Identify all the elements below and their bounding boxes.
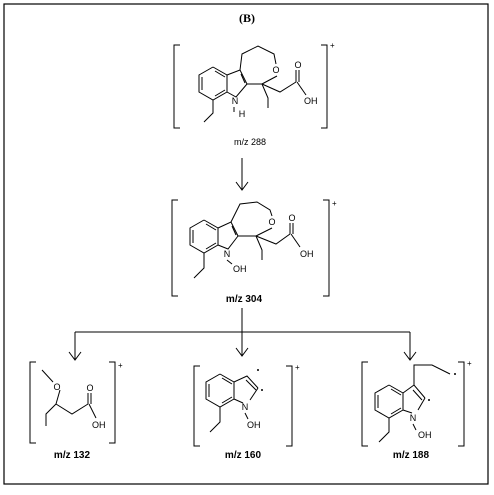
n-oh-bond: [244, 412, 249, 420]
bracket-right: [321, 44, 328, 129]
bracket-left: [29, 361, 36, 444]
radical-dot: [454, 373, 456, 375]
structure-fragment-160: + N OH m/z 160: [193, 363, 300, 461]
atom-n: N: [242, 402, 249, 412]
charge-label: +: [332, 199, 337, 208]
atom-n-oh: OH: [233, 264, 247, 274]
bracket-left: [173, 44, 180, 129]
radical-dot: [428, 399, 430, 401]
skeleton: [41, 369, 97, 426]
atom-o-ether: O: [53, 382, 60, 392]
bracket-right: [286, 365, 293, 447]
structure-parent: + O O OH N H: [173, 41, 335, 147]
bracket-left: [361, 361, 368, 447]
n-oh-bond: [226, 259, 233, 265]
atom-n-oh: OH: [247, 420, 261, 430]
structure-fragment-188: + N OH m/z 188: [361, 359, 472, 461]
radical-dot: [261, 389, 263, 391]
mz-label: m/z 188: [393, 450, 430, 461]
atom-o-ring: O: [268, 217, 275, 227]
charge-label: +: [467, 359, 472, 368]
indole-scaffold: [189, 219, 239, 279]
atom-n: N: [232, 96, 239, 106]
arrow-oxidation: [235, 158, 249, 191]
structure-oxidized: + O O OH N OH m/z 304: [171, 199, 337, 305]
atom-n: N: [410, 413, 417, 423]
atom-oh: OH: [304, 96, 318, 106]
indole-scaffold: [374, 364, 451, 443]
atom-o-ring: O: [272, 65, 279, 75]
mz-label: m/z 288: [234, 137, 266, 147]
charge-label: +: [295, 363, 300, 372]
panel-label: (B): [239, 11, 255, 25]
figure-border: [3, 3, 489, 485]
charge-label: +: [118, 361, 123, 370]
atom-oh: OH: [92, 420, 106, 430]
structure-fragment-132: + O O OH m/z 132: [29, 361, 123, 461]
atom-o-carbonyl: O: [288, 213, 295, 223]
charge-label: +: [330, 41, 335, 50]
atom-oh: OH: [300, 249, 314, 259]
bracket-right: [109, 361, 116, 444]
bracket-right: [458, 361, 465, 447]
arrow-branch: [68, 308, 417, 361]
atom-h: H: [239, 109, 246, 119]
atom-n-oh: OH: [418, 430, 432, 440]
atom-o-carbonyl: O: [86, 383, 93, 393]
pyran-ring: [239, 45, 307, 108]
bracket-left: [193, 365, 200, 447]
bracket-right: [323, 199, 330, 297]
atom-o-carbonyl: O: [294, 60, 301, 70]
bracket-left: [171, 199, 178, 297]
atom-n: N: [224, 249, 231, 259]
mz-label: m/z 132: [54, 450, 91, 461]
mz-label: m/z 304: [226, 294, 263, 305]
radical-dot: [257, 369, 259, 371]
indole-scaffold: [205, 373, 259, 433]
pyran-ring: [230, 201, 301, 260]
mz-label: m/z 160: [225, 450, 262, 461]
n-oh-bond: [412, 423, 417, 431]
